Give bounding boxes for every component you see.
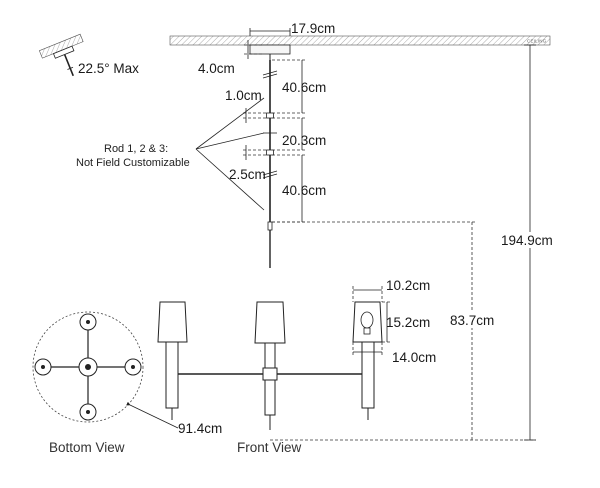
- bottom-view-caption: Bottom View: [49, 440, 125, 455]
- front-view-fixture: [157, 221, 383, 430]
- left-shade: [157, 301, 188, 343]
- shade-top-label: 10.2cm: [386, 278, 430, 293]
- rod-note: Rod 1, 2 & 3: Not Field Customizable: [76, 97, 265, 211]
- bulb: [360, 311, 374, 329]
- rod-2-label: 20.3cm: [282, 133, 326, 148]
- shade-height-label: 15.2cm: [386, 315, 430, 330]
- width-label: 91.4cm: [178, 421, 222, 436]
- rod-3-label: 40.6cm: [282, 183, 326, 198]
- center-shade: [254, 301, 286, 344]
- rod-1-label: 40.6cm: [282, 80, 326, 95]
- rod-dimension-lines: 40.6cm 20.3cm 40.6cm: [272, 59, 326, 223]
- rod-break-mark: [262, 70, 278, 79]
- canopy-width-dimension: 17.9cm: [249, 21, 335, 36]
- rod-note-line-1: Rod 1, 2 & 3:: [104, 143, 168, 155]
- rod-note-line-2: Not Field Customizable: [76, 157, 190, 169]
- rod-break-mark: [262, 170, 278, 179]
- fixture-height-dimension: 83.7cm: [270, 221, 536, 441]
- coupler-1-label: 1.0cm: [225, 88, 262, 103]
- coupler-2-label: 2.5cm: [229, 167, 266, 182]
- canopy-height-label: 4.0cm: [198, 61, 235, 76]
- fixture-height-label: 83.7cm: [450, 313, 494, 328]
- canopy: [249, 44, 291, 60]
- shade-dimensions: 10.2cm 15.2cm 14.0cm: [352, 278, 436, 365]
- front-view-caption: Front View: [237, 440, 302, 455]
- coupler-dimensions: 1.0cm 2.5cm: [225, 88, 266, 182]
- canopy-width-label: 17.9cm: [291, 21, 335, 36]
- ceiling-strip: CEILING: [169, 35, 551, 46]
- shade-bottom-label: 14.0cm: [392, 350, 436, 365]
- rod-coupler-2: [266, 149, 274, 156]
- overall-height-dimension: 194.9cm: [497, 44, 559, 441]
- bottom-view-outline: [32, 311, 144, 423]
- ceiling-label: CEILING: [527, 39, 547, 44]
- rod-coupler-1: [266, 112, 274, 119]
- overall-height-label: 194.9cm: [501, 233, 553, 248]
- rod-assembly: [262, 60, 278, 222]
- tilt-label: 22.5° Max: [78, 61, 139, 76]
- canopy-height-dimension: 4.0cm: [198, 40, 262, 76]
- bottom-view: 91.4cm: [32, 311, 222, 436]
- tilted-canopy-icon: [38, 33, 84, 77]
